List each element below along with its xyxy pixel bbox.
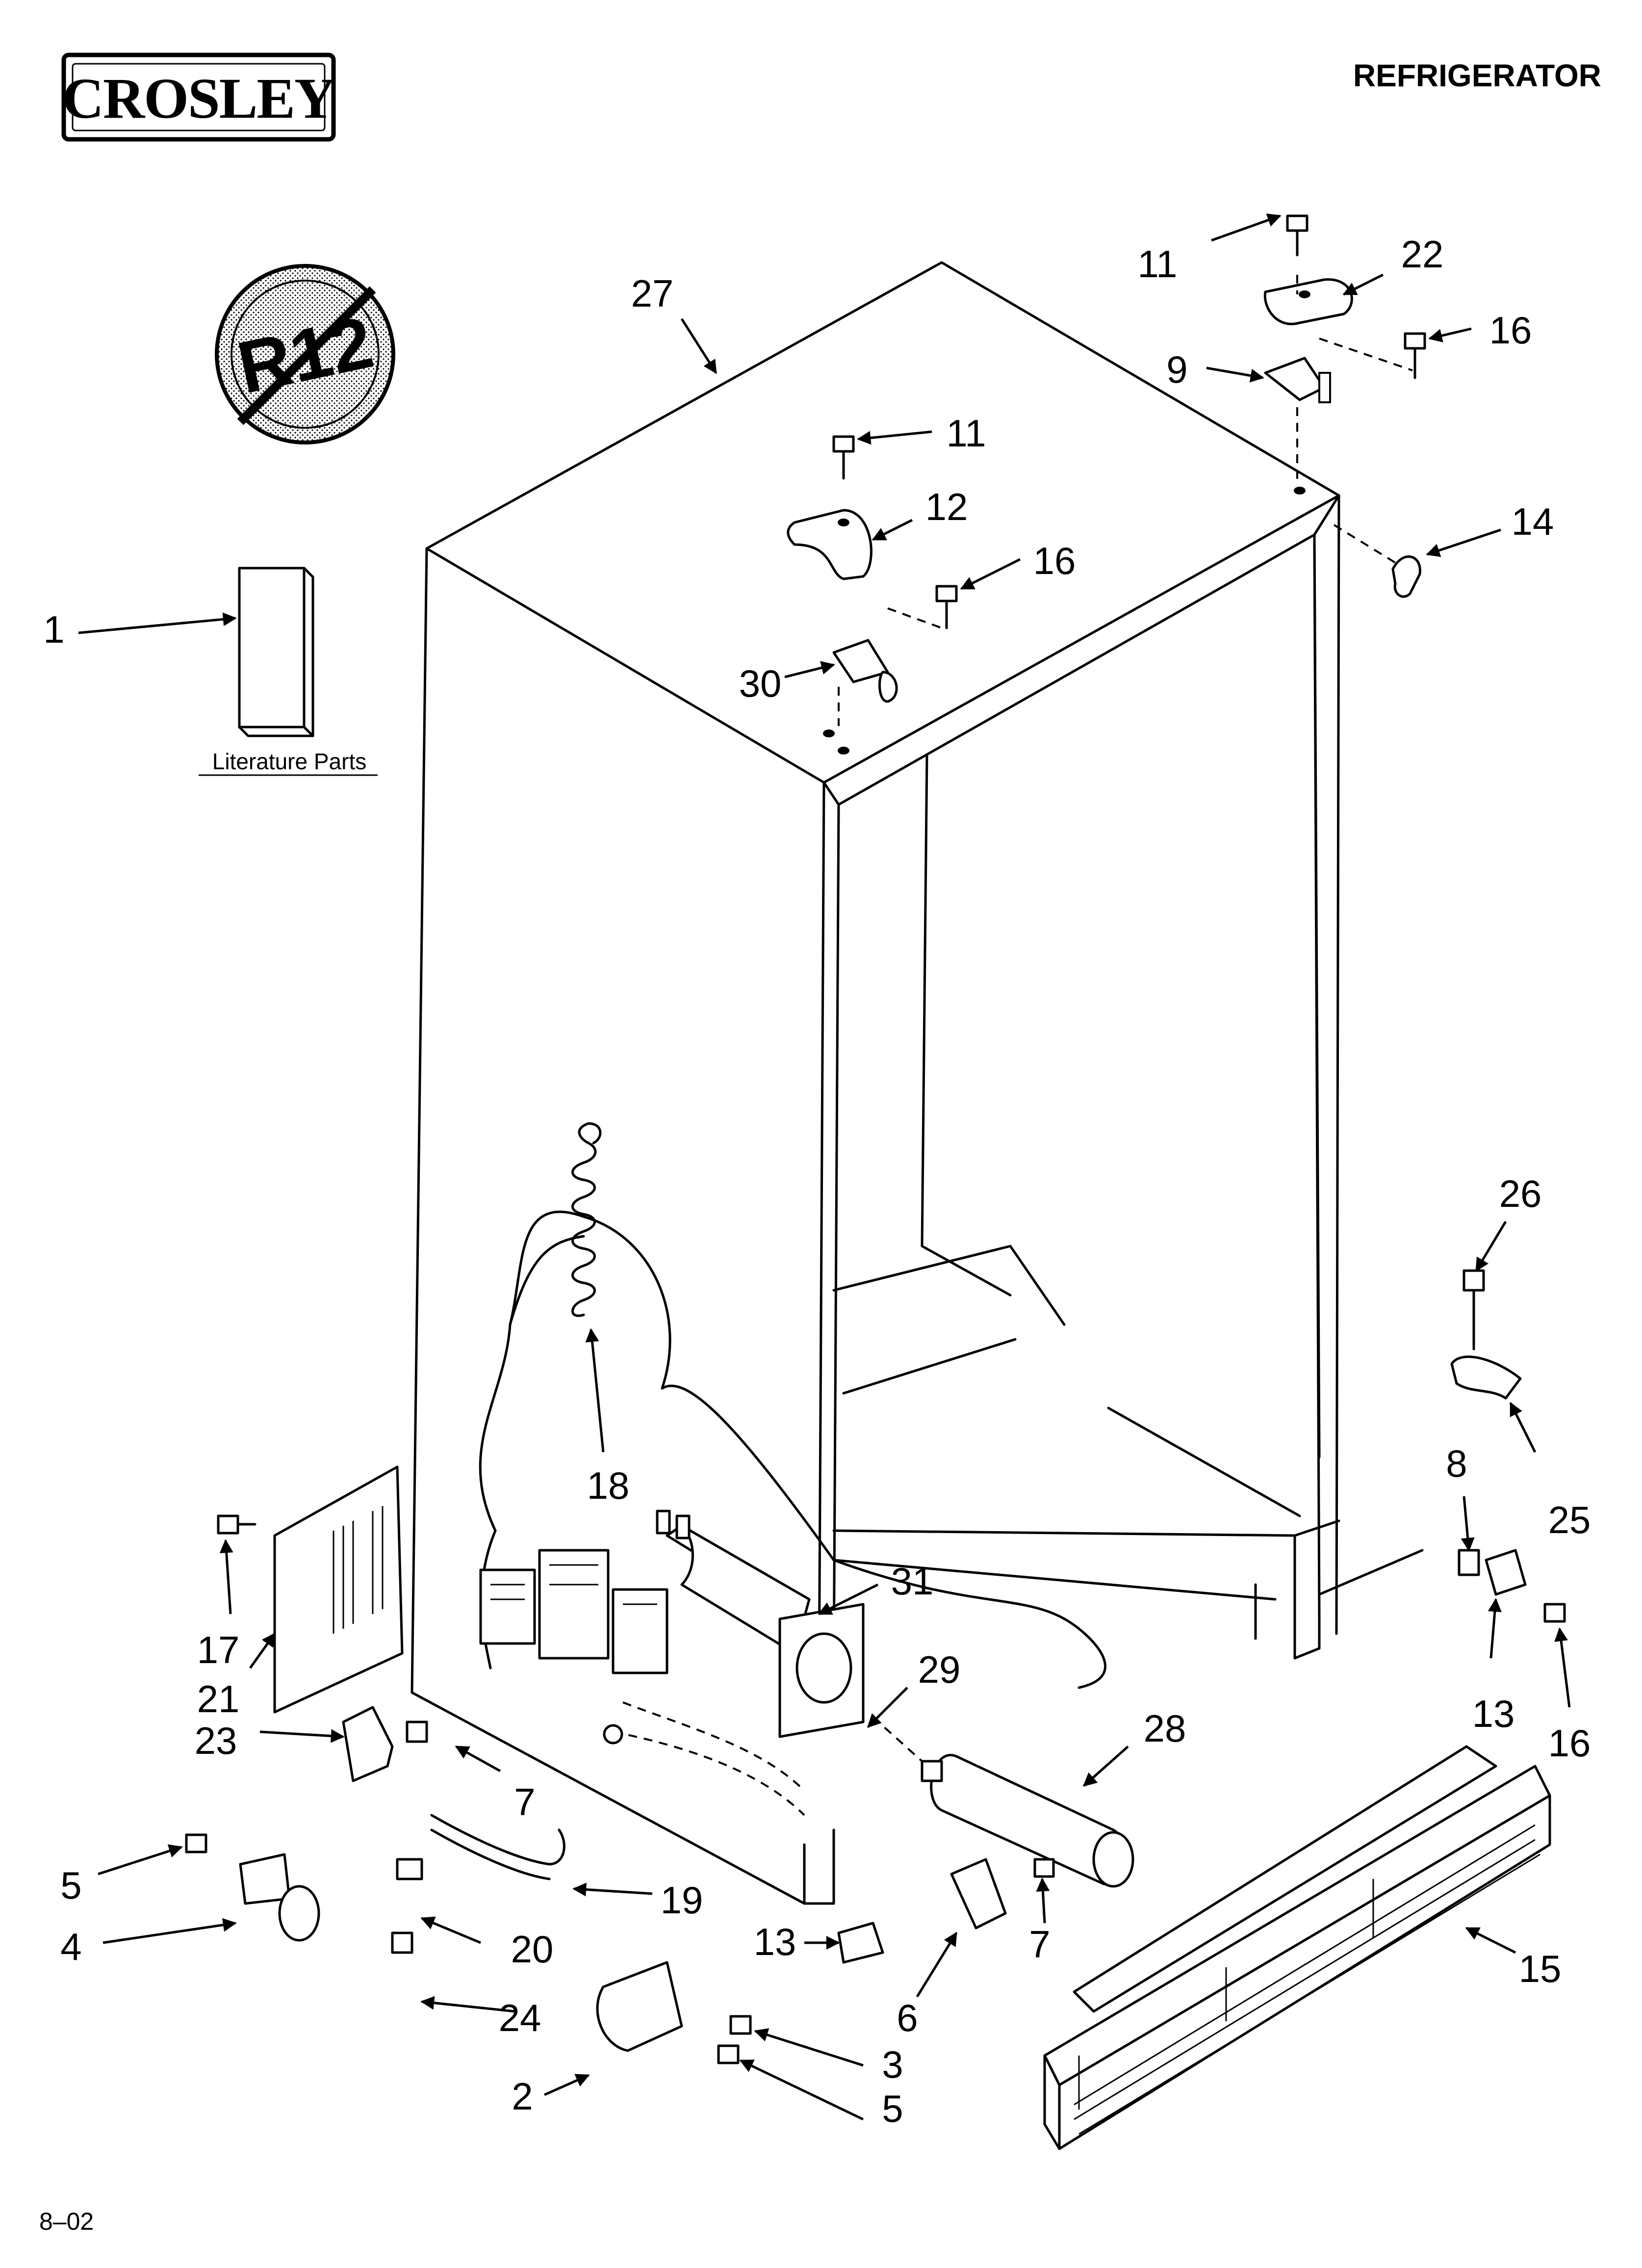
callout-6: 6 — [897, 1996, 918, 2039]
callout-16a: 16 — [1489, 309, 1532, 352]
callout-26: 26 — [1499, 1172, 1542, 1215]
callout-7b: 7 — [1029, 1923, 1050, 1966]
literature-parts-label: Literature Parts — [212, 749, 366, 774]
part-18-coil — [571, 1122, 602, 1317]
callout-16c: 16 — [1548, 1721, 1591, 1765]
callout-16b: 16 — [1033, 539, 1076, 582]
base-grille — [1043, 1745, 1551, 2150]
callout-11b: 11 — [947, 412, 986, 455]
screw-11a — [1286, 214, 1308, 232]
callout-20: 20 — [511, 1928, 554, 1971]
screw-17 — [217, 1514, 239, 1535]
callout-7a: 7 — [514, 1780, 535, 1824]
part-14 — [1333, 524, 1421, 598]
callout-13b: 13 — [754, 1920, 796, 1963]
brand-logo: CROSLEY — [61, 52, 336, 142]
revision-code: 8–02 — [39, 2208, 94, 2235]
callout-21: 21 — [197, 1677, 240, 1721]
lower-parts — [185, 1706, 1055, 2064]
literature-parts: Literature Parts — [199, 567, 378, 776]
callout-12: 12 — [925, 485, 968, 528]
screw-16b — [935, 585, 958, 602]
callout-30: 30 — [739, 662, 782, 705]
callout-23: 23 — [195, 1719, 237, 1762]
callout-1: 1 — [43, 608, 64, 651]
callout-27: 27 — [631, 272, 674, 315]
hinge-cover-22 — [1263, 278, 1353, 325]
callout-8: 8 — [1446, 1442, 1467, 1485]
hinge-9 — [1264, 357, 1326, 401]
callout-arrows — [78, 213, 1571, 2121]
callout-17: 17 — [197, 1628, 240, 1671]
callout-22: 22 — [1401, 233, 1444, 276]
part-21-bracket — [217, 1465, 404, 1714]
right-bracket-assembly — [1450, 1269, 1566, 1623]
callout-31: 31 — [891, 1560, 934, 1603]
callout-14: 14 — [1512, 500, 1554, 543]
part-28 — [872, 1716, 1134, 1888]
screw-16a — [1404, 332, 1426, 350]
callout-labels: 1 27 11 22 16 9 11 12 16 30 14 18 31 29 … — [43, 233, 1591, 2130]
hinge-cover-12 — [787, 509, 872, 580]
screw-11b — [832, 435, 855, 453]
callout-3: 3 — [882, 2043, 903, 2086]
callout-2: 2 — [512, 2075, 533, 2118]
center-hinge-assembly — [787, 435, 958, 755]
callout-18: 18 — [587, 1464, 630, 1507]
no-r12-badge: R12 — [215, 264, 395, 444]
callout-9: 9 — [1166, 348, 1187, 391]
machine-components — [479, 1549, 805, 1816]
callout-29: 29 — [918, 1648, 961, 1691]
callout-19: 19 — [661, 1878, 703, 1922]
callout-13a: 13 — [1472, 1692, 1515, 1735]
callout-5b: 5 — [882, 2087, 903, 2130]
brand-name: CROSLEY — [62, 66, 335, 130]
callout-5a: 5 — [60, 1864, 81, 1907]
upper-hinge-assembly — [1263, 214, 1426, 495]
callout-24: 24 — [499, 1996, 541, 2039]
callout-4: 4 — [60, 1925, 81, 1968]
callout-15: 15 — [1519, 1947, 1562, 1990]
part-31 — [656, 1510, 865, 1738]
callout-25: 25 — [1548, 1498, 1591, 1541]
callout-11a: 11 — [1138, 242, 1178, 286]
callout-28: 28 — [1144, 1707, 1186, 1750]
cabinet — [410, 261, 1424, 1905]
page-title: REFRIGERATOR — [1353, 58, 1601, 93]
